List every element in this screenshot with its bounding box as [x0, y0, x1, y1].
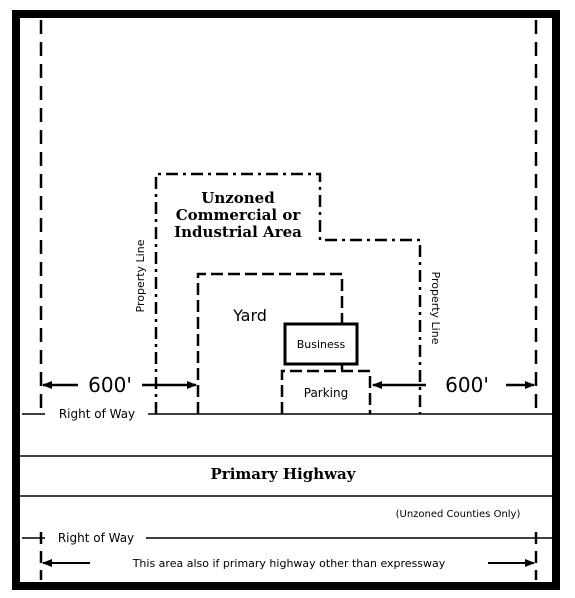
distance-right-label: 600': [445, 373, 489, 397]
yard-outline: [196, 272, 344, 414]
right-of-way-top-label: Right of Way: [59, 407, 135, 421]
right-of-way-bottom-label: Right of Way: [58, 531, 134, 545]
zone-title-line-3: Industrial Area: [174, 223, 302, 241]
business-label: Business: [297, 338, 346, 351]
unzoned-note: (Unzoned Counties Only): [396, 509, 521, 520]
zone-title-line-2: Commercial or: [176, 206, 302, 224]
property-line-right-label: Property Line: [429, 272, 442, 345]
highway-label: Primary Highway: [211, 465, 357, 483]
outer-frame: [12, 10, 560, 590]
business-building: [283, 322, 359, 366]
parking-outline: [280, 369, 372, 414]
parking-label: Parking: [304, 386, 349, 400]
property-line-outline: [154, 172, 422, 414]
bottom-span-label: This area also if primary highway other …: [132, 557, 446, 570]
property-line-left-label: Property Line: [134, 239, 147, 312]
yard-label: Yard: [232, 306, 267, 325]
distance-left-label: 600': [88, 373, 132, 397]
zone-title-line-1: Unzoned: [201, 189, 275, 207]
